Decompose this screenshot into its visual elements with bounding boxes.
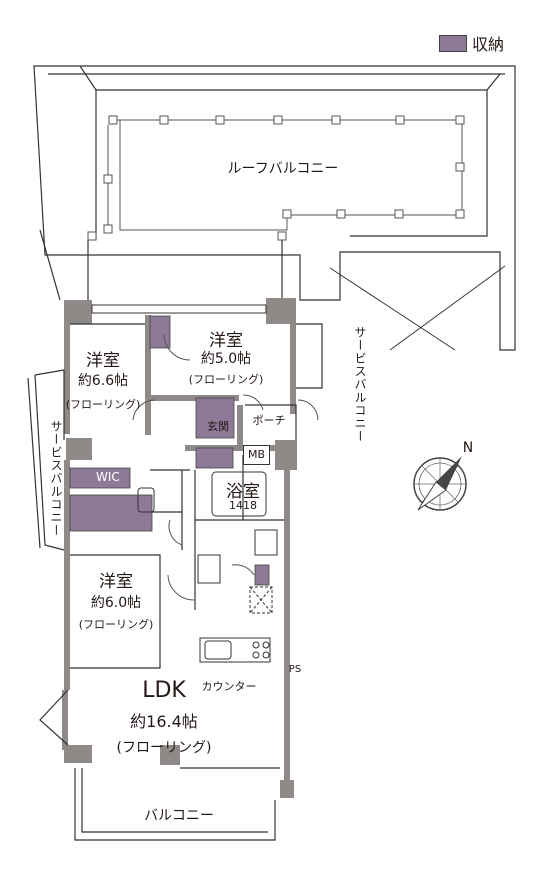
mb-label: MB	[243, 445, 270, 465]
fixtures	[137, 471, 278, 663]
ps-label: PS	[288, 664, 302, 675]
porch-label: ポーチ	[252, 414, 286, 427]
bath-name: 浴室	[226, 482, 260, 502]
western-a-floor: (フローリング)	[65, 398, 141, 411]
north-label: N	[462, 440, 474, 456]
legend-label: 収納	[472, 35, 505, 54]
counter-label: カウンター	[201, 680, 257, 693]
ldk-size: 約16.4帖	[130, 712, 198, 731]
western-c-size: 約6.0帖	[90, 595, 142, 611]
balcony-label: バルコニー	[144, 808, 214, 824]
bath-size: 1418	[229, 499, 257, 512]
door-swings	[132, 333, 319, 601]
western-b-name: 洋室	[209, 331, 243, 351]
roof-balcony-label: ルーフバルコニー	[227, 161, 339, 177]
roof-balcony-railing	[87, 115, 465, 241]
compass-icon	[413, 456, 467, 511]
interior-lines	[27, 323, 323, 841]
roof-balcony-outline	[33, 65, 516, 351]
western-a-size: 約6.6帖	[77, 373, 129, 389]
service-balcony-right-label: サービスバルコニー	[353, 326, 367, 443]
entrance-label: 玄関	[207, 420, 229, 433]
legend: 収納	[439, 31, 504, 55]
exterior-walls	[62, 298, 297, 798]
site-lines	[329, 265, 506, 351]
service-balcony-left-label: サービスバルコニー	[49, 420, 63, 537]
western-c-floor: (フローリング)	[78, 618, 154, 631]
western-b-size: 約5.0帖	[200, 351, 252, 367]
western-c-name: 洋室	[99, 572, 133, 592]
ldk-name: LDK	[142, 678, 186, 703]
storage-swatch	[439, 34, 467, 52]
ldk-floor: (フローリング)	[116, 740, 212, 756]
western-a-name: 洋室	[86, 351, 120, 371]
wic-label: WIC	[96, 470, 120, 484]
western-b-floor: (フローリング)	[188, 373, 264, 386]
